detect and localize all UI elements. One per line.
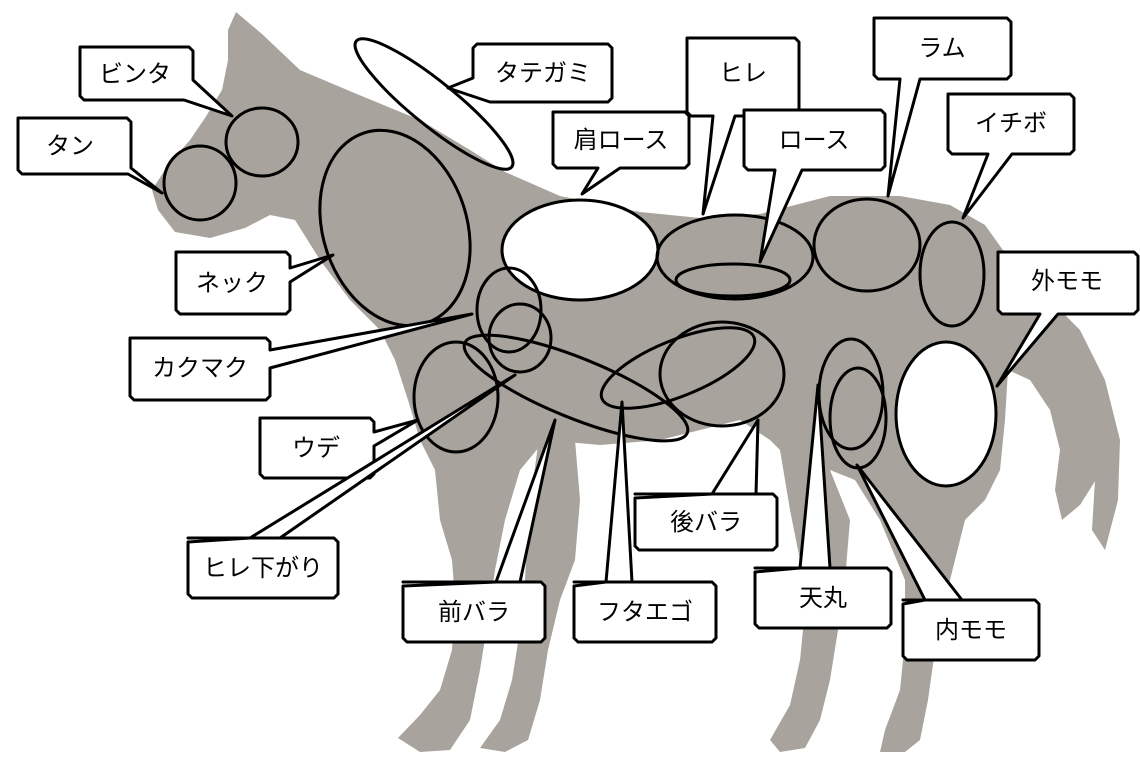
- region-futaego: [599, 326, 757, 410]
- region-ramu: [812, 197, 922, 293]
- label-neck: ネック: [196, 269, 268, 297]
- region-rosu: [674, 262, 792, 298]
- callout-tenmaru: 天丸: [753, 383, 893, 630]
- callout-rosu: ロース: [742, 108, 887, 264]
- label-hire: ヒレ: [719, 59, 767, 87]
- label-kata-rosu: 肩ロース: [574, 126, 669, 154]
- region-ato-bara: [658, 320, 786, 428]
- callout-hire: ヒレ: [685, 36, 801, 216]
- callout-hire-sagari: ヒレ下がり: [186, 373, 517, 600]
- region-hire: [655, 213, 815, 301]
- cut-regions: [162, 37, 998, 488]
- callouts: タン ビンタ タテガミ 肩ロース ヒレ ロース ラム: [16, 16, 1140, 662]
- callout-tategami: タテガミ: [446, 42, 614, 104]
- label-rosu: ロース: [779, 126, 850, 154]
- region-sotomomo: [894, 340, 998, 488]
- region-binta: [224, 106, 300, 178]
- region-kakumaku-inner: [487, 302, 553, 374]
- label-kakumaku: カクマク: [152, 354, 248, 382]
- region-kakumaku: [475, 266, 543, 354]
- label-tenmaru: 天丸: [799, 584, 847, 612]
- label-ramu: ラム: [918, 34, 965, 62]
- callout-kakumaku: カクマク: [128, 312, 474, 402]
- callout-mae-bara: 前バラ: [401, 418, 557, 644]
- label-mae-bara: 前バラ: [438, 598, 510, 626]
- callout-ude: ウデ: [258, 416, 420, 480]
- callout-ato-bara: 後バラ: [633, 418, 779, 552]
- label-uchimomo: 内モモ: [935, 616, 1007, 644]
- label-hire-sagari: ヒレ下がり: [203, 554, 323, 582]
- callout-ichibo: イチボ: [946, 92, 1076, 220]
- region-ude: [412, 340, 500, 454]
- region-mae-bara: [462, 333, 690, 443]
- callout-kata-rosu: 肩ロース: [551, 110, 691, 196]
- region-kata-rosu: [500, 198, 660, 302]
- callout-tan: タン: [16, 116, 164, 195]
- callout-uchimomo: 内モモ: [855, 463, 1041, 662]
- region-tan: [162, 144, 238, 222]
- callout-ramu: ラム: [872, 16, 1013, 198]
- label-tategami: タテガミ: [495, 59, 591, 87]
- callout-neck: ネック: [174, 250, 335, 316]
- label-sotomomo: 外モモ: [1031, 267, 1103, 295]
- label-futaego: フタエゴ: [597, 598, 693, 626]
- callout-binta: ビンタ: [78, 45, 234, 118]
- callout-futaego: フタエゴ: [572, 400, 718, 644]
- label-ude: ウデ: [292, 434, 340, 462]
- region-ichibo: [918, 220, 986, 328]
- callout-sotomomo: 外モモ: [995, 250, 1140, 388]
- label-binta: ビンタ: [99, 60, 171, 88]
- horse-tail: [1050, 300, 1120, 550]
- label-ato-bara: 後バラ: [670, 508, 742, 536]
- label-ichibo: イチボ: [975, 109, 1047, 137]
- label-tan: タン: [46, 132, 94, 160]
